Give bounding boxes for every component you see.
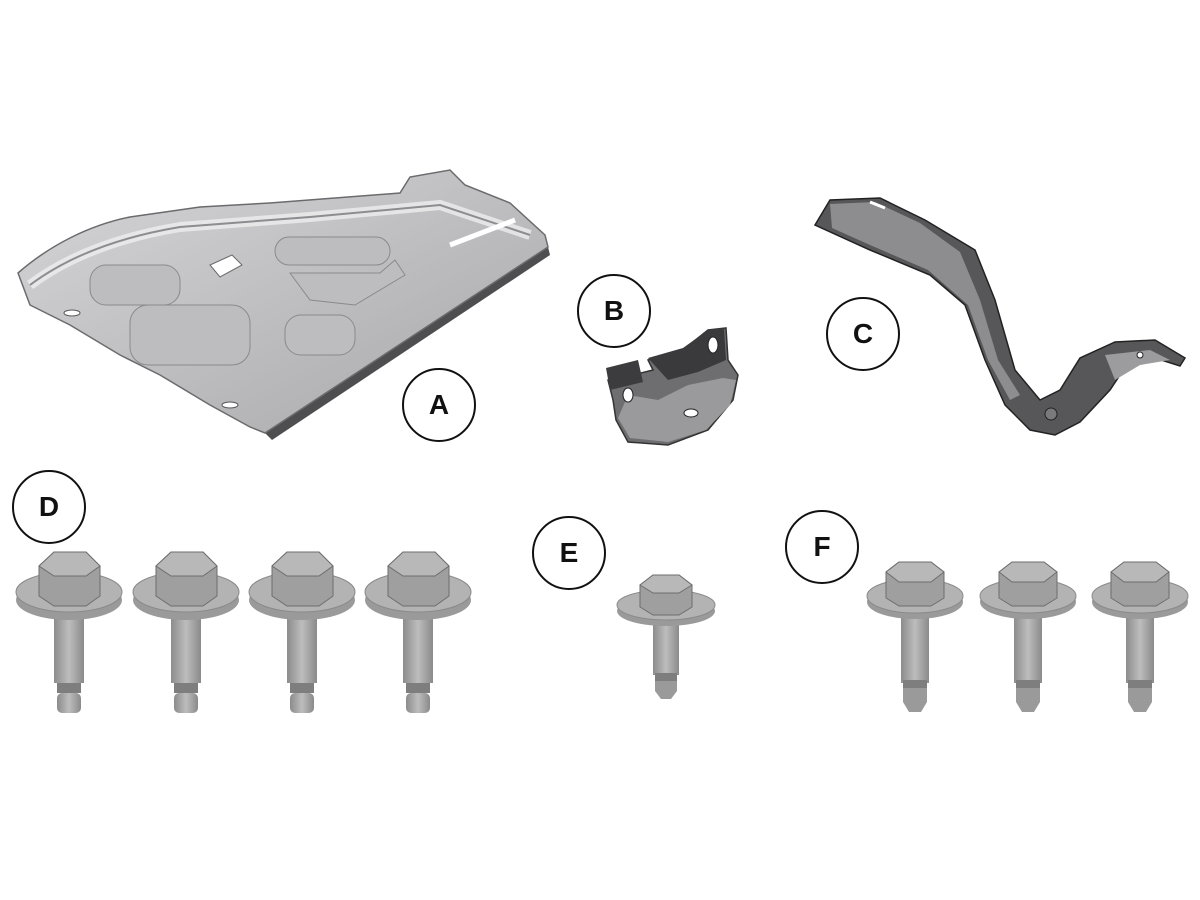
- part-d-bolts: [14, 548, 474, 723]
- callout-c: C: [826, 297, 900, 371]
- callout-a: A: [402, 368, 476, 442]
- part-a-shield-panel: [10, 165, 560, 440]
- callout-a-label: A: [428, 389, 450, 420]
- part-c-curved-bracket: [810, 190, 1190, 440]
- callout-b-label: B: [603, 295, 625, 326]
- callout-c-label: C: [852, 318, 874, 349]
- part-f-bolts: [864, 560, 1194, 720]
- callout-f: F: [785, 510, 859, 584]
- part-e-bolt: [615, 573, 720, 703]
- callout-b: B: [577, 274, 651, 348]
- callout-e: E: [532, 516, 606, 590]
- callout-e-label: E: [559, 537, 579, 568]
- callout-f-label: F: [813, 531, 831, 562]
- callout-d-label: D: [38, 491, 60, 522]
- callout-d: D: [12, 470, 86, 544]
- part-b-bracket: [598, 320, 748, 450]
